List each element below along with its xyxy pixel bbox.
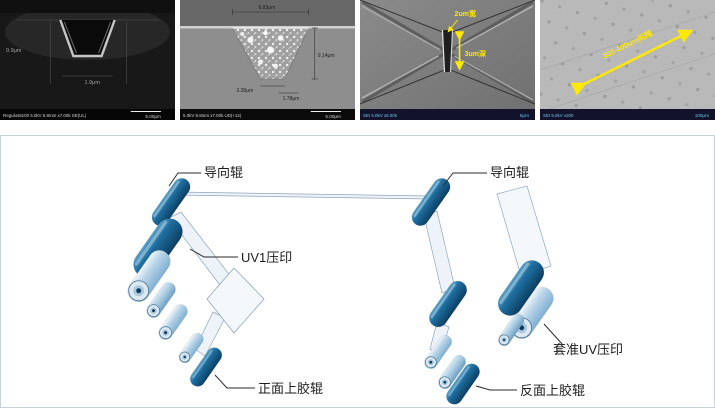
film-right-down bbox=[423, 210, 456, 294]
roller-left-nip-2 bbox=[158, 304, 188, 340]
sem-image-cross-groove: 2um宽 3um深 SEI 5.0kV x5.00k 5μm bbox=[360, 0, 535, 120]
roller-back-glue-dark bbox=[446, 363, 480, 405]
sem-3-info-bar bbox=[360, 109, 535, 120]
film-far-right-sheet bbox=[496, 185, 552, 277]
roller-register-large-dark bbox=[497, 260, 545, 316]
imprint-sheet-diamond bbox=[206, 267, 265, 334]
sem-4-scale-label: 100μm bbox=[695, 113, 709, 118]
sem-2-trench bbox=[231, 27, 310, 80]
sem-1-top-band bbox=[0, 0, 175, 13]
web-top-span bbox=[176, 191, 432, 200]
label-back-glue-roller: 反面上胶辊 bbox=[520, 383, 585, 398]
sem-1-canvas: 9.9μm 1.9μm Regulus8100 5.0kV 5.8mm x7.0… bbox=[0, 0, 175, 120]
sem-image-trench-dark: 9.9μm 1.9μm Regulus8100 5.0kV 5.8mm x7.0… bbox=[0, 0, 175, 120]
roller-register-nip bbox=[497, 313, 525, 347]
sem-2-depth-annotation: 9.14μm bbox=[318, 53, 335, 59]
leader-front-glue bbox=[214, 374, 255, 389]
label-guide-roller-left: 导向辊 bbox=[204, 165, 243, 180]
sem-3-width-annotation: 2um宽 bbox=[455, 9, 477, 18]
sem-1-measure-lines bbox=[49, 22, 128, 84]
label-front-glue-roller: 正面上胶辊 bbox=[258, 381, 323, 396]
roller-right-nip-1 bbox=[424, 335, 452, 369]
sem-3-depth-annotation: 3um深 bbox=[465, 49, 487, 58]
label-guide-roller-right: 导向辊 bbox=[490, 165, 529, 180]
roller-guide-right bbox=[411, 178, 451, 226]
sem-2-info-text: 5.0kV 8.8mm x7.00k UD(+12) bbox=[183, 113, 242, 118]
leader-uv1 bbox=[189, 248, 238, 258]
sem-2-surface-line bbox=[180, 26, 355, 29]
sem-2-bottom-a-annotation: 3.38μm bbox=[236, 88, 253, 94]
sem-2-top-band bbox=[180, 0, 355, 26]
roller-uv1-light bbox=[127, 250, 171, 302]
sem-4-info-text: SEI 5.0kV x200 bbox=[543, 113, 574, 118]
sem-3-width-arrow bbox=[447, 19, 458, 33]
leader-register-uv bbox=[543, 323, 564, 346]
sem-2-scale-label: 5.00μm bbox=[325, 114, 341, 119]
roller-front-glue-light bbox=[178, 332, 204, 364]
sem-1-depth-annotation: 9.9μm bbox=[6, 48, 22, 54]
sem-2-measure-lines bbox=[231, 9, 318, 94]
label-uv1-imprint: UV1压印 bbox=[241, 250, 292, 265]
sem-1-scale-label: 5.00μm bbox=[145, 114, 161, 119]
sem-image-strip: 9.9μm 1.9μm Regulus8100 5.0kV 5.8mm x7.0… bbox=[0, 0, 715, 120]
diagram-canvas: 导向辊 导向辊 UV1压印 正面上胶辊 套准UV压印 反面上胶辊 bbox=[127, 165, 623, 405]
sem-4-canvas: 300-400um间隔 SEI 5.0kV x200 100μm bbox=[540, 0, 715, 120]
sem-4-background bbox=[540, 0, 715, 120]
film-web bbox=[168, 185, 552, 357]
sem-image-filled-trench: 6.83μm 9.14μm 3.38μm 1.78μm 5.0kV 8.8mm … bbox=[180, 0, 355, 120]
sem-3-info-text: SEI 5.0kV x5.00k bbox=[363, 113, 398, 118]
leader-back-glue bbox=[475, 385, 517, 391]
roller-right-nip-2 bbox=[438, 355, 466, 389]
leader-guide-left bbox=[168, 172, 201, 187]
roller-front-glue-dark bbox=[189, 347, 223, 387]
sem-4-info-bar bbox=[540, 109, 715, 120]
sem-3-scale-label: 5μm bbox=[520, 113, 529, 118]
leader-guide-right bbox=[442, 172, 487, 187]
sem-4-spacing-arrow bbox=[570, 29, 694, 96]
label-register-uv-imprint: 套准UV压印 bbox=[553, 342, 623, 357]
roller-right-dark-upper bbox=[428, 280, 468, 328]
sem-1-info-text: Regulus8100 5.0kV 5.8mm x7.00k SE(UL) bbox=[3, 113, 87, 118]
sem-2-top-width-annotation: 6.83μm bbox=[258, 5, 275, 11]
sem-2-info-bar bbox=[180, 109, 355, 120]
sem-1-width-annotation: 1.9μm bbox=[84, 80, 100, 86]
process-diagram-panel: 导向辊 导向辊 UV1压印 正面上胶辊 套准UV压印 反面上胶辊 bbox=[0, 135, 715, 408]
sem-2-canvas: 6.83μm 9.14μm 3.38μm 1.78μm 5.0kV 8.8mm … bbox=[180, 0, 355, 120]
sem-3-canvas: 2um宽 3um深 SEI 5.0kV x5.00k 5μm bbox=[360, 0, 535, 120]
sem-image-groove-spacing: 300-400um间隔 SEI 5.0kV x200 100μm bbox=[540, 0, 715, 120]
sem-2-bottom-b-annotation: 1.78μm bbox=[283, 96, 300, 102]
sem-1-info-bar bbox=[0, 109, 175, 120]
sem-1-trench bbox=[59, 19, 116, 58]
sem-3-x-groove bbox=[360, 0, 535, 105]
roller-left-nip-1 bbox=[146, 282, 176, 318]
roller-guide-left bbox=[151, 178, 191, 226]
